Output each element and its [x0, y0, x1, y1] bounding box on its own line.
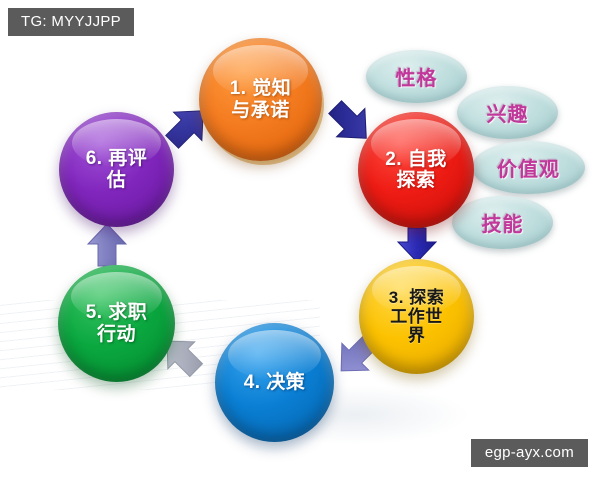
- arrow-1-to-2: [322, 94, 378, 150]
- cycle-node-label: 5. 求职 行动: [85, 302, 148, 345]
- cycle-node-6-reassessment[interactable]: 6. 再评 估: [59, 112, 174, 227]
- satellite-label: 性格: [395, 68, 438, 90]
- satellite-label: 技能: [481, 214, 524, 236]
- cycle-node-label: 2. 自我 探索: [385, 148, 447, 191]
- satellite-label: 价值观: [497, 159, 560, 181]
- cycle-node-3-explore-work-world[interactable]: 3. 探索 工作世 界: [359, 259, 474, 374]
- satellite-skills[interactable]: 技能: [452, 196, 553, 249]
- cycle-node-label: 3. 探索 工作世 界: [388, 287, 445, 346]
- cycle-node-4-decision[interactable]: 4. 决策: [215, 323, 334, 442]
- cycle-node-5-job-search-action[interactable]: 5. 求职 行动: [58, 265, 175, 382]
- cycle-node-1-awareness-commitment[interactable]: 1. 觉知 与承诺: [199, 38, 322, 161]
- satellite-personality[interactable]: 性格: [366, 50, 467, 103]
- watermark-telegram: TG: MYYJJPP: [8, 8, 134, 36]
- arrow-5-to-6: [86, 222, 128, 268]
- arrow-4-to-5: [156, 330, 208, 382]
- arrow-2-to-3: [396, 226, 438, 264]
- cycle-node-label: 6. 再评 估: [85, 148, 148, 191]
- cycle-node-label: 1. 觉知 与承诺: [229, 78, 292, 121]
- cycle-node-2-self-exploration[interactable]: 2. 自我 探索: [358, 112, 474, 228]
- watermark-site-text: egp-ayx.com: [484, 444, 574, 461]
- cycle-node-label: 4. 决策: [243, 371, 306, 393]
- watermark-site: egp-ayx.com: [470, 439, 588, 467]
- watermark-telegram-text: TG: MYYJJPP: [21, 13, 121, 30]
- satellite-interest[interactable]: 兴趣: [457, 86, 558, 139]
- arrow-6-to-1: [160, 100, 214, 154]
- satellite-label: 兴趣: [486, 104, 529, 126]
- satellite-values[interactable]: 价值观: [472, 141, 585, 194]
